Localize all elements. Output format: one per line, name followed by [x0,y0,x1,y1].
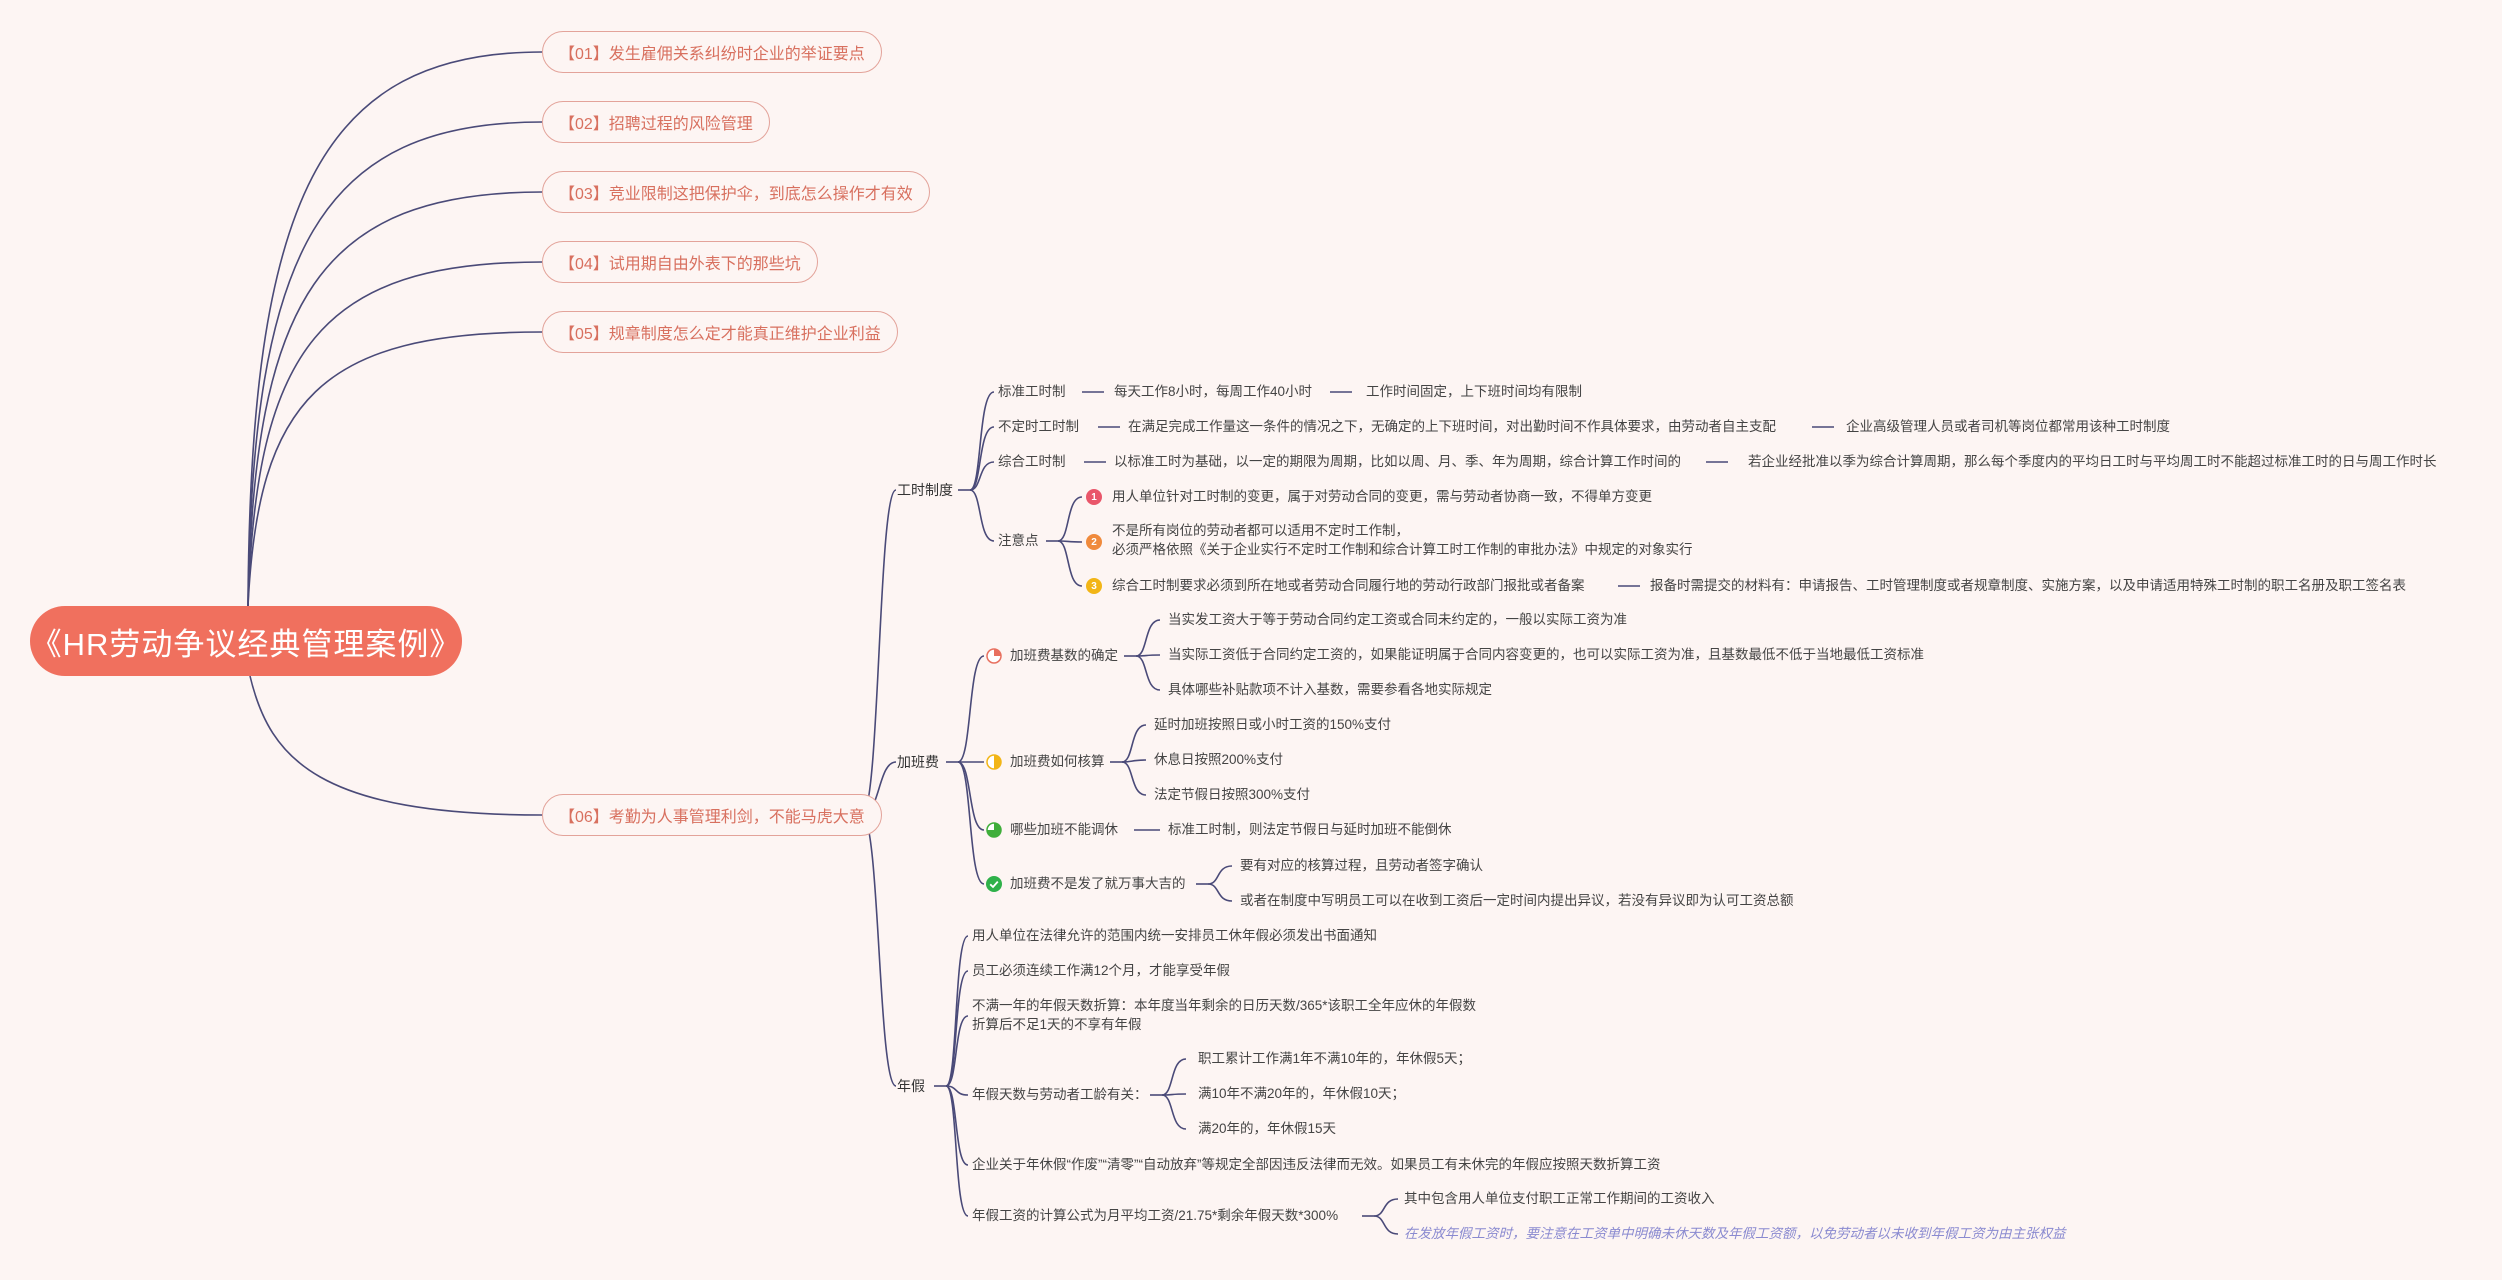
note-item: 不是所有岗位的劳动者都可以适用不定时工作制， [1112,523,1409,538]
formula-item: 其中包含用人单位支付职工正常工作期间的工资收入 [1404,1191,1715,1206]
progress-three-quarter-icon [986,822,1002,843]
comprehensive-hours-label[interactable]: 综合工时制 [998,454,1066,469]
topic-04[interactable]: 【04】试用期自由外表下的那些坑 [542,241,818,283]
standard-hours-detail: 每天工作8小时，每周工作40小时 [1114,384,1313,399]
topic-06[interactable]: 【06】考勤为人事管理利剑，不能马虎大意 [542,794,882,836]
formula-item-note: 在发放年假工资时，要注意在工资单中明确未休天数及年假工资额，以免劳动者以未收到年… [1404,1226,2066,1241]
standard-hours-note: 工作时间固定，上下班时间均有限制 [1366,384,1582,399]
overtime-calc-item: 延时加班按照日或小时工资的150%支付 [1154,717,1392,732]
overtime-calc-item: 休息日按照200%支付 [1154,752,1284,767]
comprehensive-hours-detail: 以标准工时为基础，以一定的期限为周期，比如以周、月、季、年为周期，综合计算工作时… [1114,454,1681,469]
comprehensive-hours-note: 若企业经批准以季为综合计算周期，那么每个季度内的平均日工时与平均周工时不能超过标… [1748,454,2437,469]
check-icon [986,876,1002,897]
formula-label[interactable]: 年假工资的计算公式为月平均工资/21.75*剩余年假天数*300% [972,1208,1339,1223]
seniority-label[interactable]: 年假天数与劳动者工龄有关： [972,1087,1148,1102]
overtime-base-item: 具体哪些补贴款项不计入基数，需要参看各地实际规定 [1168,682,1492,697]
seniority-item: 满10年不满20年的，年休假10天； [1198,1086,1406,1101]
topic-02[interactable]: 【02】招聘过程的风险管理 [542,101,770,143]
flexible-hours-detail: 在满足完成工作量这一条件的情况之下，无确定的上下班时间，对出勤时间不作具体要求，… [1128,419,1776,434]
number-1-icon: 1 [1086,489,1102,505]
no-rest-label[interactable]: 哪些加班不能调休 [1010,822,1118,837]
notes-label[interactable]: 注意点 [998,533,1039,548]
topic-01[interactable]: 【01】发生雇佣关系纠纷时企业的举证要点 [542,31,882,73]
progress-quarter-icon [986,648,1002,669]
branch-annual-leave[interactable]: 年假 [897,1078,925,1094]
seniority-item: 职工累计工作满1年不满10年的，年休假5天； [1198,1051,1472,1066]
flexible-hours-note: 企业高级管理人员或者司机等岗位都常用该种工时制度 [1846,419,2170,434]
leave-item: 折算后不足1天的不享有年假 [972,1017,1142,1032]
branch-overtime[interactable]: 加班费 [897,754,939,770]
note-item: 用人单位针对工时制的变更，属于对劳动合同的变更，需与劳动者协商一致，不得单方变更 [1112,489,1652,504]
number-3-icon: 3 [1086,578,1102,594]
overtime-calc-label[interactable]: 加班费如何核算 [1010,754,1105,769]
root-topic[interactable]: 《HR劳动争议经典管理案例》 [30,606,462,676]
leave-item: 不满一年的年假天数折算：本年度当年剩余的日历天数/365*该职工全年应休的年假数 [972,998,1477,1013]
paid-label[interactable]: 加班费不是发了就万事大吉的 [1010,876,1186,891]
progress-half-icon [986,754,1002,775]
topic-05[interactable]: 【05】规章制度怎么定才能真正维护企业利益 [542,311,898,353]
number-2-icon: 2 [1086,534,1102,550]
leave-item: 员工必须连续工作满12个月，才能享受年假 [972,963,1231,978]
flexible-hours-label[interactable]: 不定时工时制 [998,419,1079,434]
note-item-materials: 报备时需提交的材料有：申请报告、工时管理制度或者规章制度、实施方案，以及申请适用… [1650,578,2406,593]
branch-work-hours[interactable]: 工时制度 [897,482,953,498]
overtime-calc-item: 法定节假日按照300%支付 [1154,787,1311,802]
overtime-base-item: 当实际工资低于合同约定工资的，如果能证明属于合同内容变更的，也可以实际工资为准，… [1168,647,1924,662]
leave-item: 用人单位在法律允许的范围内统一安排员工休年假必须发出书面通知 [972,928,1377,943]
standard-hours-label[interactable]: 标准工时制 [998,384,1066,399]
no-rest-detail: 标准工时制，则法定节假日与延时加班不能倒休 [1168,822,1452,837]
overtime-base-item: 当实发工资大于等于劳动合同约定工资或合同未约定的，一般以实际工资为准 [1168,612,1627,627]
paid-item: 要有对应的核算过程，且劳动者签字确认 [1240,858,1483,873]
seniority-item: 满20年的，年休假15天 [1198,1121,1337,1136]
topic-03[interactable]: 【03】竞业限制这把保护伞，到底怎么操作才有效 [542,171,930,213]
invalid-rule: 企业关于年休假“作废”“清零”“自动放弃”等规定全部因违反法律而无效。如果员工有… [972,1157,1661,1172]
note-item: 综合工时制要求必须到所在地或者劳动合同履行地的劳动行政部门报批或者备案 [1112,578,1585,593]
overtime-base-label[interactable]: 加班费基数的确定 [1010,648,1118,663]
paid-item: 或者在制度中写明员工可以在收到工资后一定时间内提出异议，若没有异议即为认可工资总… [1240,893,1794,908]
note-item: 必须严格依照《关于企业实行不定时工作制和综合计算工时工作制的审批办法》中规定的对… [1112,542,1693,557]
